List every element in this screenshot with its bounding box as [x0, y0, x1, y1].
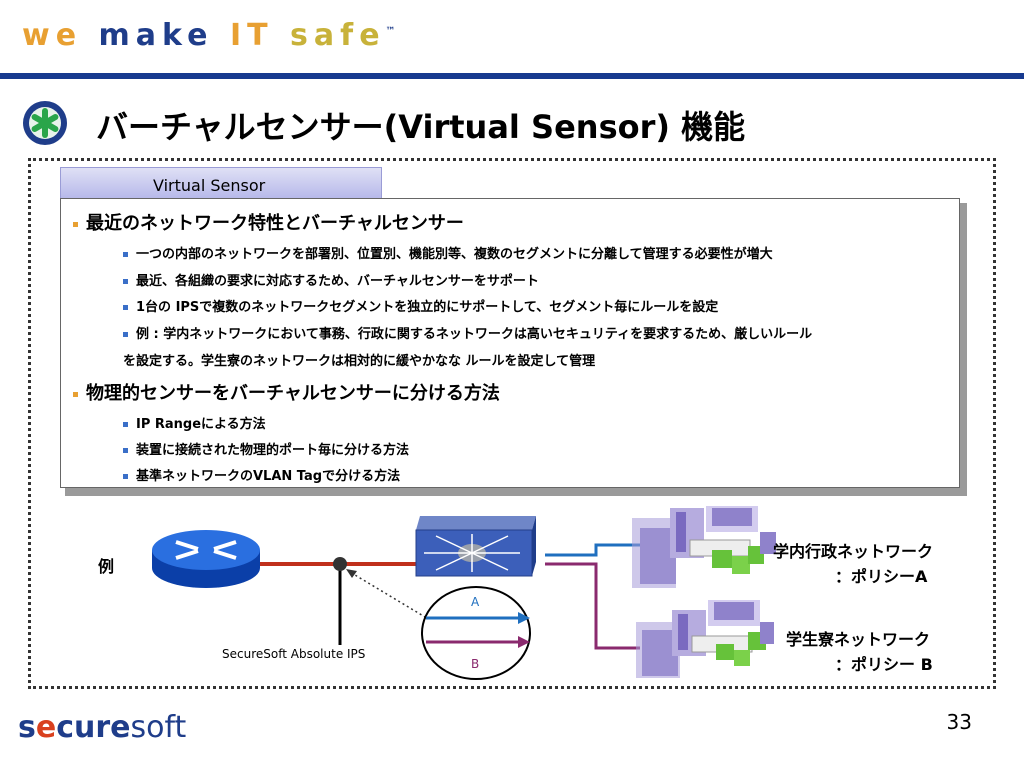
- list-item: 1台の IPSで複数のネットワークセグメントを独立的にサポートして、セグメント毎…: [123, 296, 718, 315]
- dorm-network-label: 学生寮ネットワーク: [786, 630, 931, 649]
- header-banner: we make IT safe™: [0, 0, 1024, 73]
- blue-bullet-icon: [123, 474, 128, 479]
- asterisk-badge-icon: [23, 101, 67, 145]
- content-frame: [28, 158, 996, 689]
- list-item-text: 装置に接続された物理的ポート毎に分ける方法: [136, 443, 410, 458]
- section-heading: 最近のネットワーク特性とバーチャルセンサー: [73, 209, 464, 235]
- admin-network-label: 学内行政ネットワーク: [773, 542, 934, 561]
- list-item: IP Rangeによる方法: [123, 413, 266, 432]
- page-number: 33: [946, 710, 972, 734]
- ips-label: SecureSoft Absolute IPS: [222, 647, 366, 661]
- blue-bullet-icon: [123, 305, 128, 310]
- segment-ellipse: [421, 586, 531, 680]
- virtual-sensor-tab-label: Virtual Sensor: [153, 176, 266, 195]
- admin-network-policy: ：ポリシーA: [835, 567, 928, 586]
- example-label: 例: [98, 557, 115, 576]
- admin-link-line: [545, 543, 640, 557]
- list-item-text: 基準ネットワークのVLAN Tagで分ける方法: [136, 469, 401, 484]
- list-item: 例 : 学内ネットワークにおいて事務、行政に関するネットワークは高いセキュリティ…: [123, 323, 812, 342]
- blue-bullet-icon: [123, 422, 128, 427]
- switch-icon: [415, 516, 536, 577]
- list-item: 基準ネットワークのVLAN Tagで分ける方法: [123, 465, 400, 484]
- tap-pointer-line: [349, 571, 431, 621]
- logo-part: s: [18, 710, 36, 745]
- slide-title: バーチャルセンサー(Virtual Sensor) 機能: [96, 108, 746, 146]
- tap-point-icon: [333, 557, 347, 571]
- list-item-continuation: を設定する。学生寮のネットワークは相対的に緩やかなな ルールを設定して管理: [123, 354, 596, 369]
- arrow-b-label: B: [471, 657, 480, 671]
- trademark-mark: ™: [385, 26, 396, 37]
- logo-part: cure: [56, 710, 131, 745]
- blue-bullet-icon: [123, 279, 128, 284]
- dorm-network-icon: [636, 600, 774, 678]
- securesoft-logo: securesoft: [18, 710, 186, 745]
- banner-slogan: we make IT safe™: [22, 18, 396, 53]
- section-heading-text: 最近のネットワーク特性とバーチャルセンサー: [86, 213, 464, 234]
- blue-bullet-icon: [123, 252, 128, 257]
- content-box: 最近のネットワーク特性とバーチャルセンサー 一つの内部のネットワークを部署別、位…: [60, 198, 960, 488]
- list-item-text: 例 : 学内ネットワークにおいて事務、行政に関するネットワークは高いセキュリティ…: [136, 327, 813, 342]
- list-item: 最近、各組織の要求に対応するため、バーチャルセンサーをサポート: [123, 270, 539, 289]
- orange-bullet-icon: [73, 391, 78, 397]
- blue-bullet-icon: [123, 448, 128, 453]
- admin-network-icon: [632, 506, 776, 588]
- arrow-a-label: A: [471, 595, 480, 609]
- list-item-text: IP Rangeによる方法: [136, 417, 266, 432]
- section-heading: 物理的センサーをバーチャルセンサーに分ける方法: [73, 379, 500, 405]
- orange-bullet-icon: [73, 221, 78, 227]
- router-icon: [152, 530, 260, 588]
- list-item: 装置に接続された物理的ポート毎に分ける方法: [123, 439, 409, 458]
- slogan-it: IT: [229, 18, 291, 53]
- list-item-text: 最近、各組織の要求に対応するため、バーチャルセンサーをサポート: [136, 274, 539, 289]
- header-rule: [0, 73, 1024, 79]
- logo-part: soft: [130, 710, 187, 745]
- dorm-link-line: [545, 562, 640, 650]
- logo-part: e: [35, 710, 57, 745]
- list-item-text: 一つの内部のネットワークを部署別、位置別、機能別等、複数のセグメントに分離して管…: [136, 247, 773, 262]
- blue-bullet-icon: [123, 332, 128, 337]
- section-heading-text: 物理的センサーをバーチャルセンサーに分ける方法: [86, 383, 500, 404]
- slogan-safe: safe: [290, 18, 386, 53]
- dorm-network-policy: ：ポリシー B: [835, 655, 933, 674]
- slogan-we: we: [22, 18, 99, 53]
- list-item: 一つの内部のネットワークを部署別、位置別、機能別等、複数のセグメントに分離して管…: [123, 243, 773, 262]
- slogan-make: make: [98, 18, 230, 53]
- list-item-text: 1台の IPSで複数のネットワークセグメントを独立的にサポートして、セグメント毎…: [136, 300, 719, 315]
